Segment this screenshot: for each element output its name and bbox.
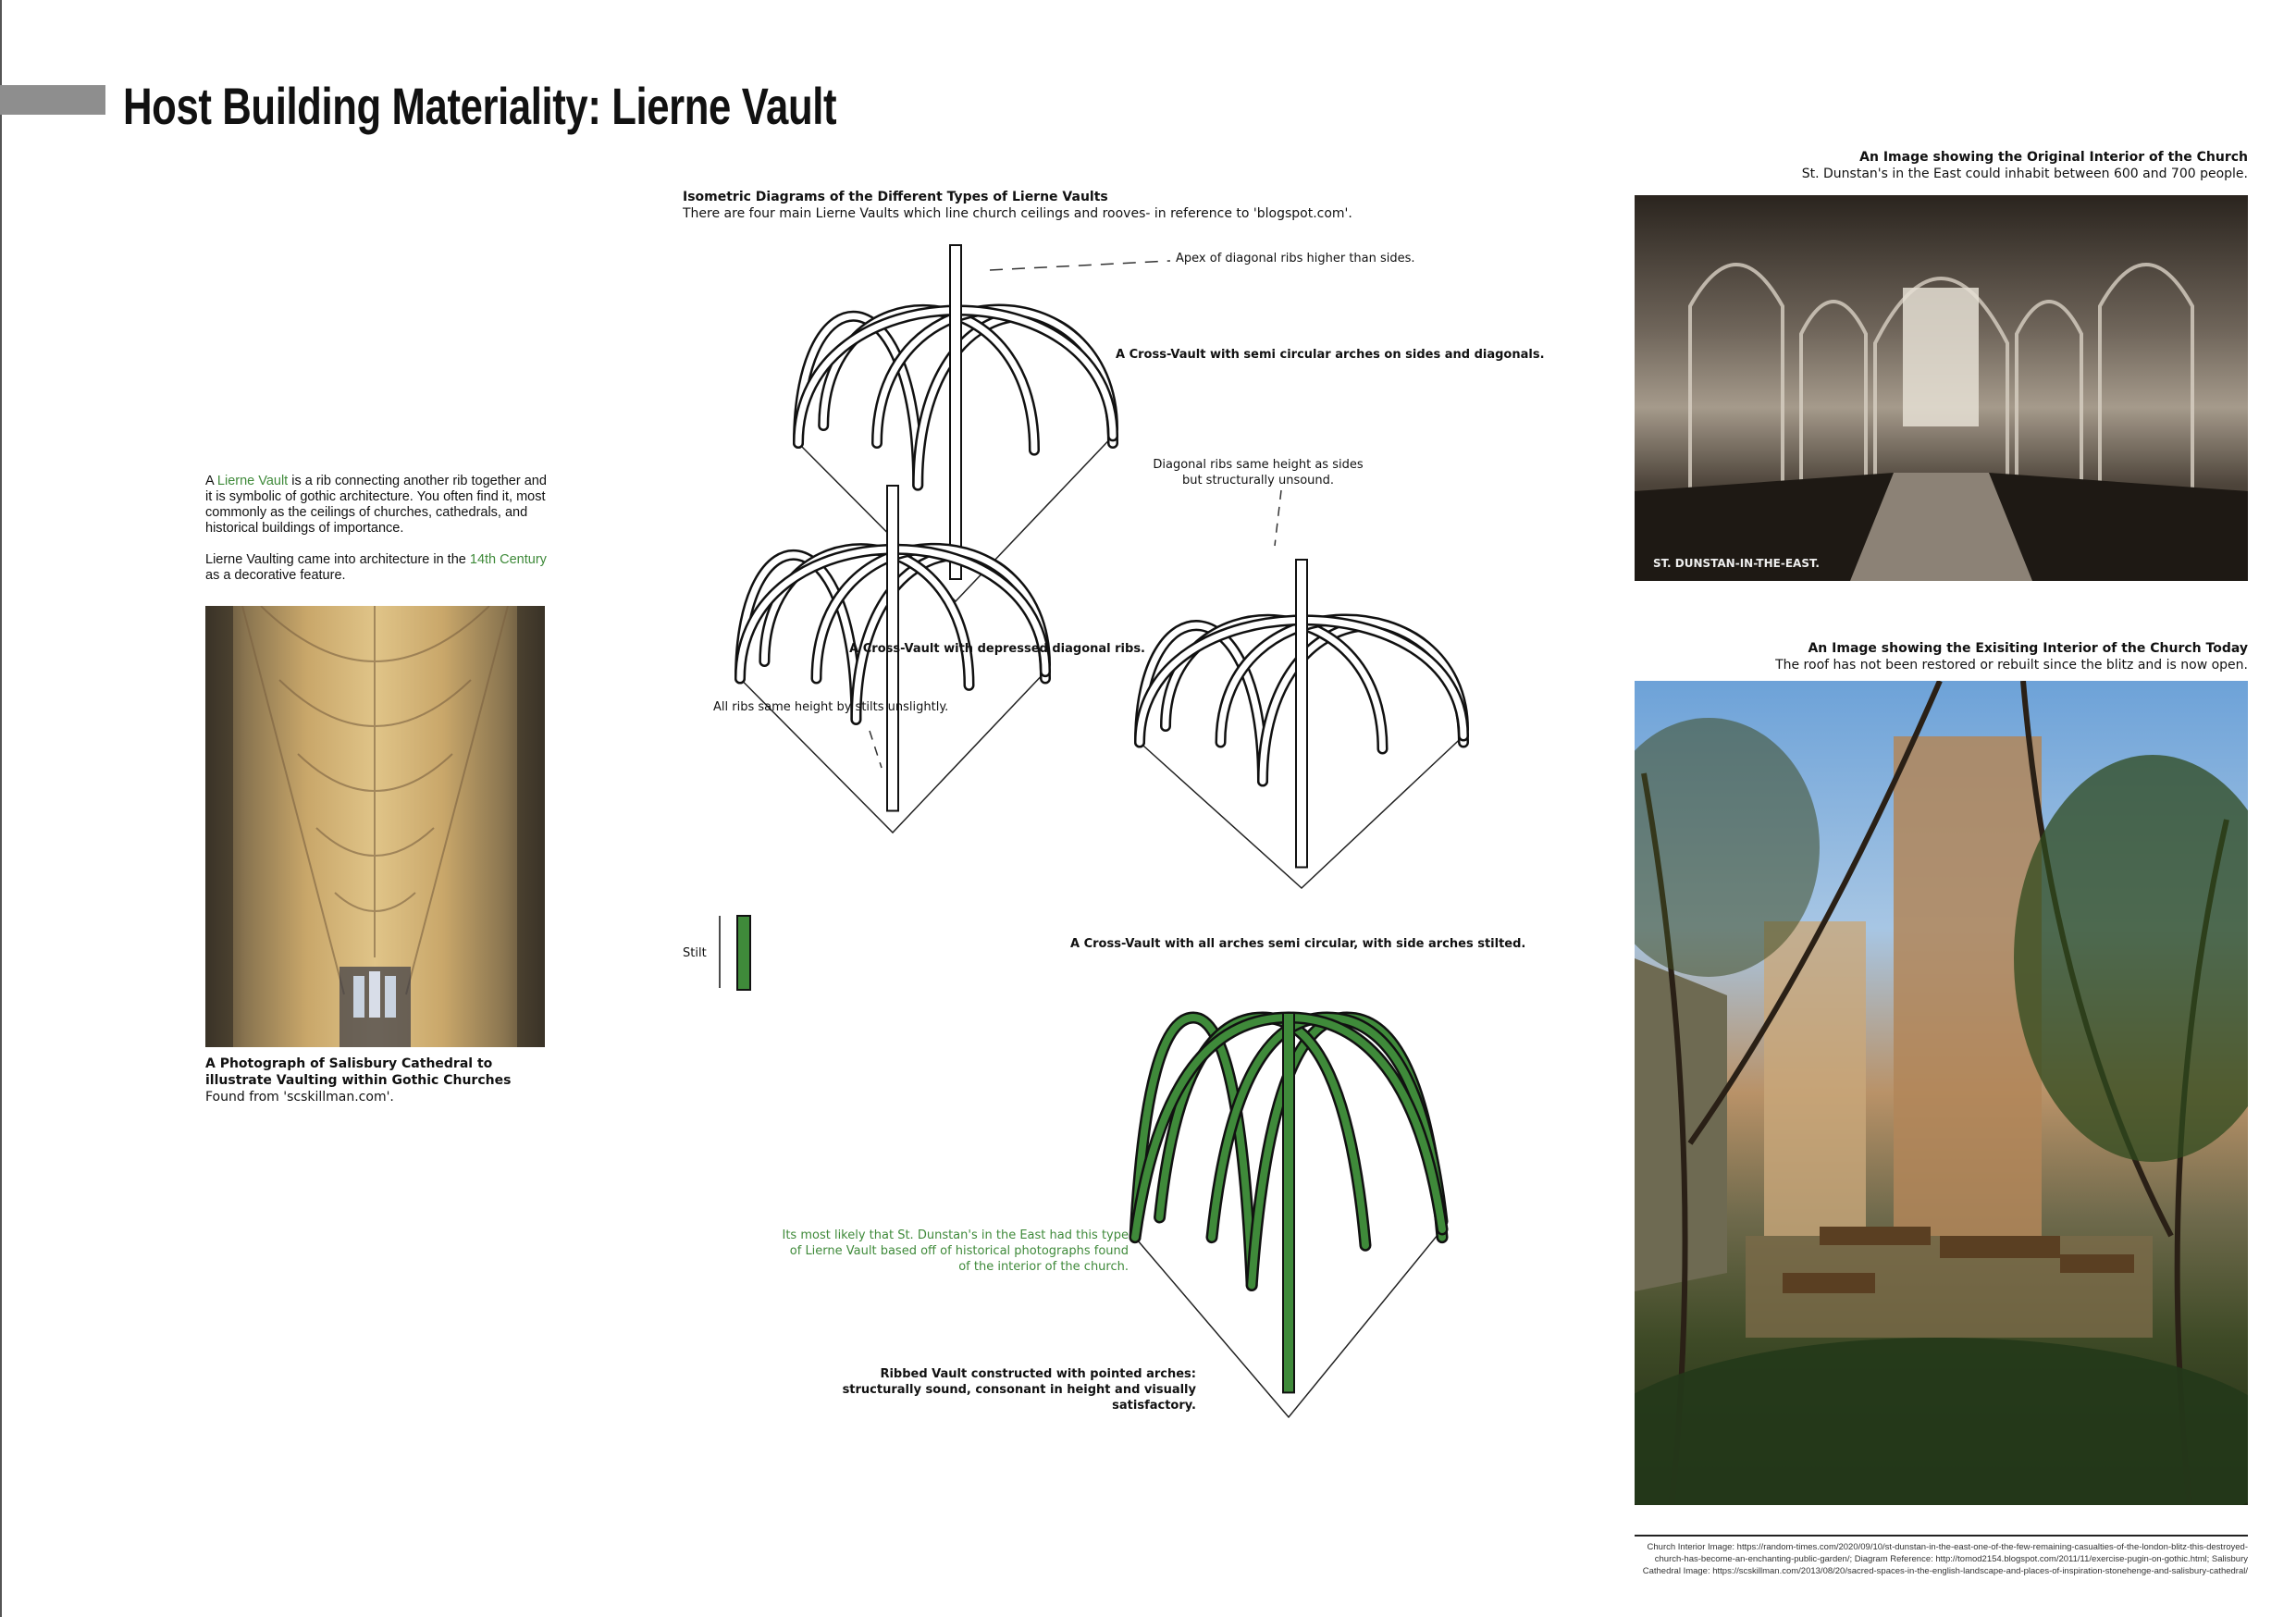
intro-paragraph-2: Lierne Vaulting came into architecture i… (205, 552, 547, 583)
ribs-note: All ribs same height by stilts unslightl… (713, 700, 949, 714)
vault-diagram-stilted (734, 485, 1051, 834)
vault-ceiling-pattern (205, 606, 545, 1047)
diagonal-ribs-note: Diagonal ribs same height as sides but s… (1153, 458, 1364, 488)
leader-line (1274, 489, 1282, 547)
vault-diagrams (719, 244, 1469, 1419)
vault-diagram-semicircular (793, 244, 1118, 603)
stilt-label: Stilt (683, 946, 707, 960)
vault1-label: A Cross-Vault with semi circular arches … (1116, 348, 1545, 362)
today-caption: An Image showing the Exisiting Interior … (1775, 641, 2248, 673)
vault3-label: A Cross-Vault with all arches semi circu… (1070, 937, 1526, 951)
intro-text: A Lierne Vault is a rib connecting anoth… (205, 474, 557, 584)
photo-caption-text: ST. DUNSTAN-IN-THE-EAST. (1653, 557, 1820, 570)
today-interior-photo (1635, 681, 2248, 1505)
salisbury-caption: A Photograph of Salisbury Cathedral to i… (205, 1056, 512, 1105)
historic-nave-drawing: ST. DUNSTAN-IN-THE-EAST. (1635, 263, 2248, 581)
stilt-highlight (736, 915, 751, 991)
references: Church Interior Image: https://random-ti… (1642, 1542, 2248, 1576)
page-title: Host Building Materiality: Lierne Vault (123, 77, 837, 135)
vault-diagram-pointed-green (1129, 1011, 1449, 1419)
salisbury-cathedral-photo (205, 606, 545, 1047)
apex-note: Apex of diagonal ribs higher than sides. (1176, 252, 1415, 265)
diagrams-header: Isometric Diagrams of the Different Type… (683, 190, 1352, 221)
vault2-label: A Cross-Vault with depressed diagonal ri… (849, 642, 1145, 656)
lierne-vault-highlight: Lierne Vault (216, 474, 289, 488)
leader-line (869, 730, 883, 769)
century-highlight: 14th Century (469, 552, 547, 567)
intro-paragraph-1: A Lierne Vault is a rib connecting anoth… (205, 474, 547, 536)
vault4-label: Ribbed Vault constructed with pointed ar… (842, 1367, 1196, 1413)
garden-ruin-drawing (1635, 681, 2248, 1505)
references-divider (1635, 1535, 2248, 1537)
st-dunstan-note: Its most likely that St. Dunstan's in th… (782, 1228, 1129, 1274)
vault-diagram-depressed (1134, 559, 1469, 890)
page-edge (0, 0, 2, 1617)
title-accent-bar (0, 85, 105, 115)
original-interior-photo: ST. DUNSTAN-IN-THE-EAST. (1635, 195, 2248, 581)
original-caption: An Image showing the Original Interior o… (1801, 150, 2248, 181)
leader-line (989, 260, 1171, 271)
